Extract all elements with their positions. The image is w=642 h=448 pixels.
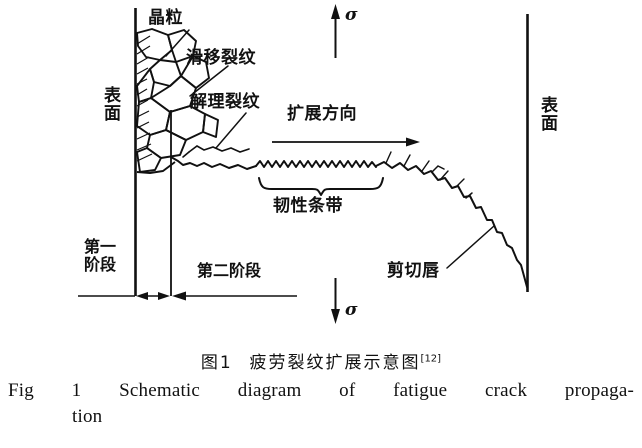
leader-grain bbox=[165, 29, 190, 57]
crack-branches bbox=[431, 165, 473, 199]
figure-drawing-area: 表面 表面 晶粒 滑移裂纹 解理裂纹 扩展方向 韧性条带 剪切唇 第一 阶段 第… bbox=[78, 4, 558, 324]
stress-arrow-bottom bbox=[331, 278, 340, 324]
label-surface-left: 表面 bbox=[100, 86, 121, 122]
stage-dimension-lines bbox=[78, 291, 297, 301]
caption-english: Fig 1 Schematic diagram of fatigue crack… bbox=[8, 380, 634, 428]
label-stage-one: 第一 阶段 bbox=[84, 237, 117, 275]
leader-lines bbox=[165, 29, 495, 269]
caption-cn-number: 1 bbox=[219, 353, 235, 373]
label-grain: 晶粒 bbox=[148, 8, 183, 28]
stress-arrow-top bbox=[331, 4, 340, 58]
grain-structure bbox=[136, 28, 219, 174]
leader-slip-crack bbox=[189, 65, 229, 97]
label-stress-top: σ bbox=[345, 5, 358, 25]
leader-shear-lip bbox=[446, 225, 495, 269]
label-stage-one-line2: 阶段 bbox=[84, 255, 117, 275]
label-cleavage-crack: 解理裂纹 bbox=[190, 92, 260, 112]
fatigue-crack-schematic-svg bbox=[78, 4, 529, 324]
label-surface-right: 表面 bbox=[537, 96, 558, 132]
label-stress-bottom: σ bbox=[345, 300, 358, 320]
label-stage-one-line1: 第一 bbox=[84, 237, 117, 256]
label-slip-crack: 滑移裂纹 bbox=[186, 48, 256, 68]
caption-chinese: 图1 疲劳裂纹扩展示意图[12] bbox=[0, 348, 642, 373]
label-ductile-striations: 韧性条带 bbox=[273, 196, 343, 216]
caption-en-line2: tion bbox=[72, 406, 103, 427]
caption-en-line1: Fig 1 Schematic diagram of fatigue crack… bbox=[8, 380, 634, 401]
label-propagation-direction: 扩展方向 bbox=[287, 104, 357, 124]
propagation-direction-arrow bbox=[272, 137, 420, 147]
caption-cn-title: 疲劳裂纹扩展示意图 bbox=[249, 353, 421, 373]
caption-cn-figure-word: 图 bbox=[200, 353, 220, 373]
label-shear-lip: 剪切唇 bbox=[387, 261, 440, 281]
label-stage-two: 第二阶段 bbox=[197, 261, 262, 280]
ductile-striation-brace bbox=[258, 177, 384, 196]
figure-caption: 图1 疲劳裂纹扩展示意图[12] Fig 1 Schematic diagram… bbox=[0, 336, 642, 448]
leader-cleavage-crack bbox=[215, 112, 247, 149]
crack-striation-ticks bbox=[385, 151, 465, 188]
caption-cn-reference: [12] bbox=[420, 353, 442, 365]
cleavage-crack-feature bbox=[182, 145, 250, 158]
